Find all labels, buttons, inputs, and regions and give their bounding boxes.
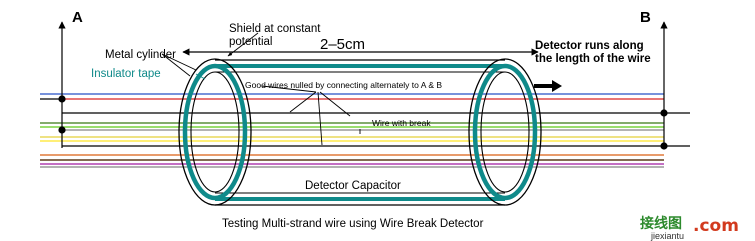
detector-runs-line2: the length of the wire: [535, 53, 651, 65]
terminal-b-label: B: [640, 9, 651, 26]
watermark-site: jiexiantu: [650, 231, 684, 241]
metal-cylinder-pointer-2: [161, 53, 191, 77]
good-wires-label: Good wires nulled by connecting alternat…: [245, 80, 442, 90]
terminal-a-node-upper: [58, 95, 66, 103]
terminal-a-label: A: [72, 9, 83, 26]
shield-pointer: [227, 32, 259, 57]
insulator-tape-label: Insulator tape: [91, 68, 161, 80]
good-wire-pointer-4: [261, 85, 317, 93]
detector-runs-line1: Detector runs along: [535, 40, 644, 52]
watermark-dotcom: .com: [693, 216, 739, 236]
watermark: 接线图 .com jiexiantu: [640, 215, 739, 241]
good-wire-pointer-3: [319, 91, 351, 117]
shield-label-line2: potential: [229, 36, 272, 48]
shield-label-line1: Shield at constant: [229, 23, 321, 35]
terminal-a-node-lower: [58, 126, 66, 134]
wire-break-gap: [357, 131, 365, 135]
insulator-pointer: [195, 73, 206, 80]
detector-direction-arrow: [534, 80, 562, 92]
good-wire-pointer-1: [317, 91, 323, 146]
caption: Testing Multi-strand wire using Wire Bre…: [222, 218, 484, 230]
terminal-b-node-lower: [660, 142, 668, 150]
metal-cylinder-pointer-1: [161, 53, 197, 71]
detector-capacitor-label: Detector Capacitor: [305, 180, 401, 192]
terminal-b-node-upper: [660, 109, 668, 117]
dimension-label: 2–5cm: [320, 36, 365, 53]
good-wire-pointer-2: [289, 91, 317, 113]
cylinder-left-end: [178, 58, 252, 206]
cylinder-right-end: [468, 58, 542, 206]
wire-break-label: Wire with break: [372, 118, 431, 128]
metal-cylinder-label: Metal cylinder: [105, 49, 176, 61]
watermark-chinese: 接线图: [640, 215, 682, 232]
wire-strands: [40, 93, 690, 168]
